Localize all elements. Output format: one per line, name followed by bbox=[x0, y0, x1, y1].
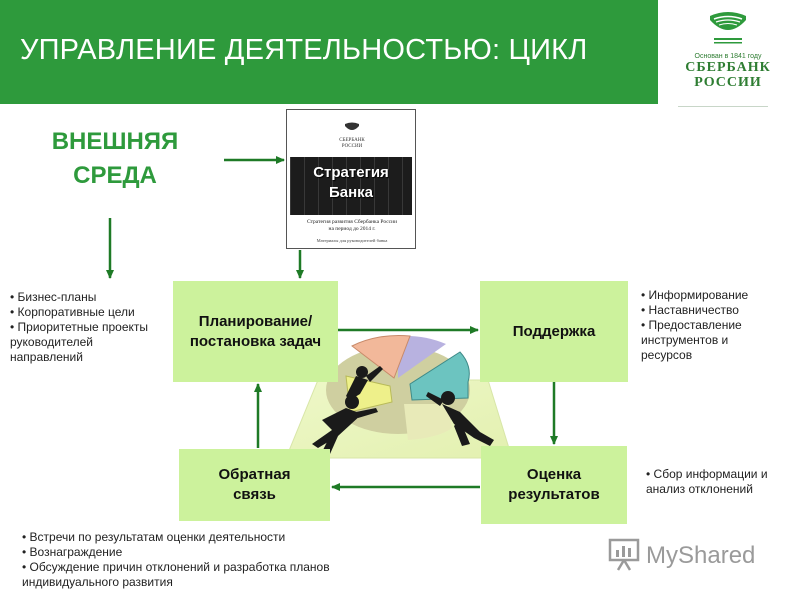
evaluation-box-line1: Оценка bbox=[526, 466, 582, 483]
support-notes: • Информирование • Наставничество • Пред… bbox=[641, 288, 791, 363]
evaluation-note-item: анализ отклонений bbox=[646, 482, 753, 496]
document-subtitle-line1: Стратегия развития Сбербанка России bbox=[306, 219, 398, 225]
feedback-box-line1: Обратная bbox=[218, 466, 291, 483]
feedback-note-item: • Вознаграждение bbox=[22, 545, 123, 559]
planning-box-line1: Планирование/ bbox=[198, 312, 313, 330]
planning-notes: • Бизнес-планы • Корпоративные цели • Пр… bbox=[10, 290, 170, 365]
planning-note-item: • Бизнес-планы bbox=[10, 290, 97, 304]
sberbank-logo: Основан в 1841 году СБЕРБАНК РОССИИ bbox=[666, 10, 790, 104]
support-note-item: • Наставничество bbox=[641, 303, 739, 317]
feedback-note-item: • Обсуждение причин отклонений и разрабо… bbox=[22, 560, 330, 574]
document-subtitle-line2: на период до 2014 г. bbox=[328, 226, 376, 232]
document-subtitle: Стратегия развития Сбербанка России на п… bbox=[293, 219, 411, 233]
external-env-line2: СРЕДА bbox=[73, 162, 157, 189]
document-heading-line2: Банка bbox=[328, 184, 374, 201]
document-heading: Стратегия Банка bbox=[287, 163, 415, 203]
support-box-label: Поддержка bbox=[512, 322, 596, 340]
logo-divider bbox=[678, 106, 768, 107]
document-logo-line2: РОССИИ bbox=[341, 144, 363, 149]
header-bar: УПРАВЛЕНИЕ ДЕЯТЕЛЬНОСТЬЮ: ЦИКЛ bbox=[0, 0, 658, 104]
document-heading-line1: Стратегия bbox=[313, 164, 389, 181]
feedback-box-line2: связь bbox=[233, 486, 276, 503]
feedback-note-item: индивидуального развития bbox=[22, 575, 173, 589]
external-environment-label: ВНЕШНЯЯ СРЕДА bbox=[30, 125, 200, 193]
planning-note-item: руководителей bbox=[10, 335, 93, 349]
planning-note-item: направлений bbox=[10, 350, 83, 364]
evaluation-note-item: • Сбор информации и bbox=[646, 467, 768, 481]
planning-note-item: • Приоритетные проекты bbox=[10, 320, 149, 334]
support-note-item: • Предоставление bbox=[641, 318, 742, 332]
planning-note-item: • Корпоративные цели bbox=[10, 305, 135, 319]
support-box: Поддержка bbox=[480, 281, 628, 382]
feedback-box: Обратная связь bbox=[179, 449, 330, 521]
evaluation-notes: • Сбор информации и анализ отклонений bbox=[646, 467, 796, 497]
logo-name-line2: РОССИИ bbox=[694, 75, 762, 90]
strategy-document: СБЕРБАНК РОССИИ Стратегия Банка Стратеги… bbox=[286, 109, 416, 249]
document-note: Материалы для руководителей банка bbox=[316, 238, 388, 243]
evaluation-box: Оценка результатов bbox=[481, 446, 627, 524]
logo-caption: Основан в 1841 году bbox=[694, 53, 762, 60]
support-note-item: ресурсов bbox=[641, 348, 693, 362]
sberbank-emblem-small-icon bbox=[345, 122, 359, 130]
support-note-item: инструментов и bbox=[641, 333, 729, 347]
planning-box: Планирование/ постановка задач bbox=[173, 281, 338, 382]
page-title: УПРАВЛЕНИЕ ДЕЯТЕЛЬНОСТЬЮ: ЦИКЛ bbox=[20, 34, 588, 66]
figures-illustration bbox=[312, 366, 494, 454]
presentation-board-icon bbox=[608, 538, 640, 571]
logo-name-line1: СБЕРБАНК bbox=[685, 60, 771, 75]
myshared-watermark: MyShared bbox=[608, 536, 778, 576]
feedback-notes: • Встречи по результатам оценки деятельн… bbox=[22, 530, 382, 590]
evaluation-box-line2: результатов bbox=[508, 486, 600, 503]
document-title-band bbox=[290, 157, 412, 215]
support-note-item: • Информирование bbox=[641, 288, 749, 302]
external-env-line1: ВНЕШНЯЯ bbox=[51, 128, 179, 155]
feedback-note-item: • Встречи по результатам оценки деятельн… bbox=[22, 530, 286, 544]
watermark-text: MyShared bbox=[646, 542, 756, 569]
document-logo-line1: СБЕРБАНК bbox=[339, 138, 365, 143]
sberbank-emblem-icon bbox=[710, 12, 746, 44]
document-logo: СБЕРБАНК РОССИИ bbox=[337, 120, 367, 149]
planning-box-line2: постановка задач bbox=[189, 332, 322, 350]
